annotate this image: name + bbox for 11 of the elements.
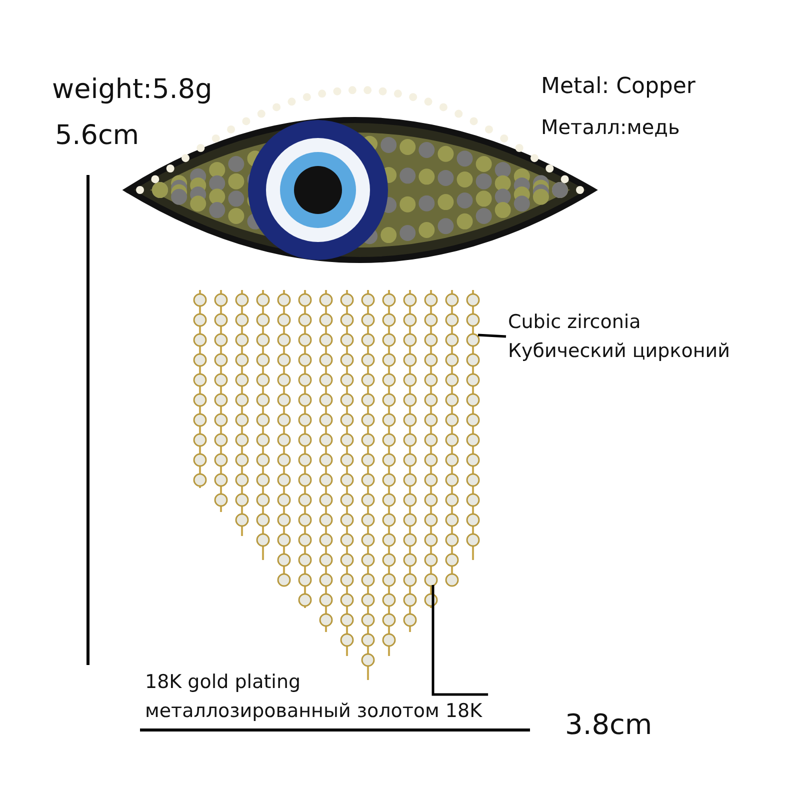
dimension-label: 3.8cm: [565, 708, 652, 742]
material-label: Metal: Copper: [541, 74, 696, 100]
dimension-label: 5.6cm: [55, 120, 140, 152]
leader-line: [478, 334, 506, 338]
callout-text: 18K gold plating: [145, 670, 302, 695]
callout-text: металлозированный золотом 18K: [145, 698, 482, 724]
callout-text: Кубический цирконий: [508, 338, 730, 364]
leader-line: [432, 585, 488, 696]
material-label: Металл:медь: [541, 115, 680, 139]
weight-label: weight:5.8g: [52, 74, 212, 106]
callout-text: Cubic zirconia: [508, 310, 642, 335]
